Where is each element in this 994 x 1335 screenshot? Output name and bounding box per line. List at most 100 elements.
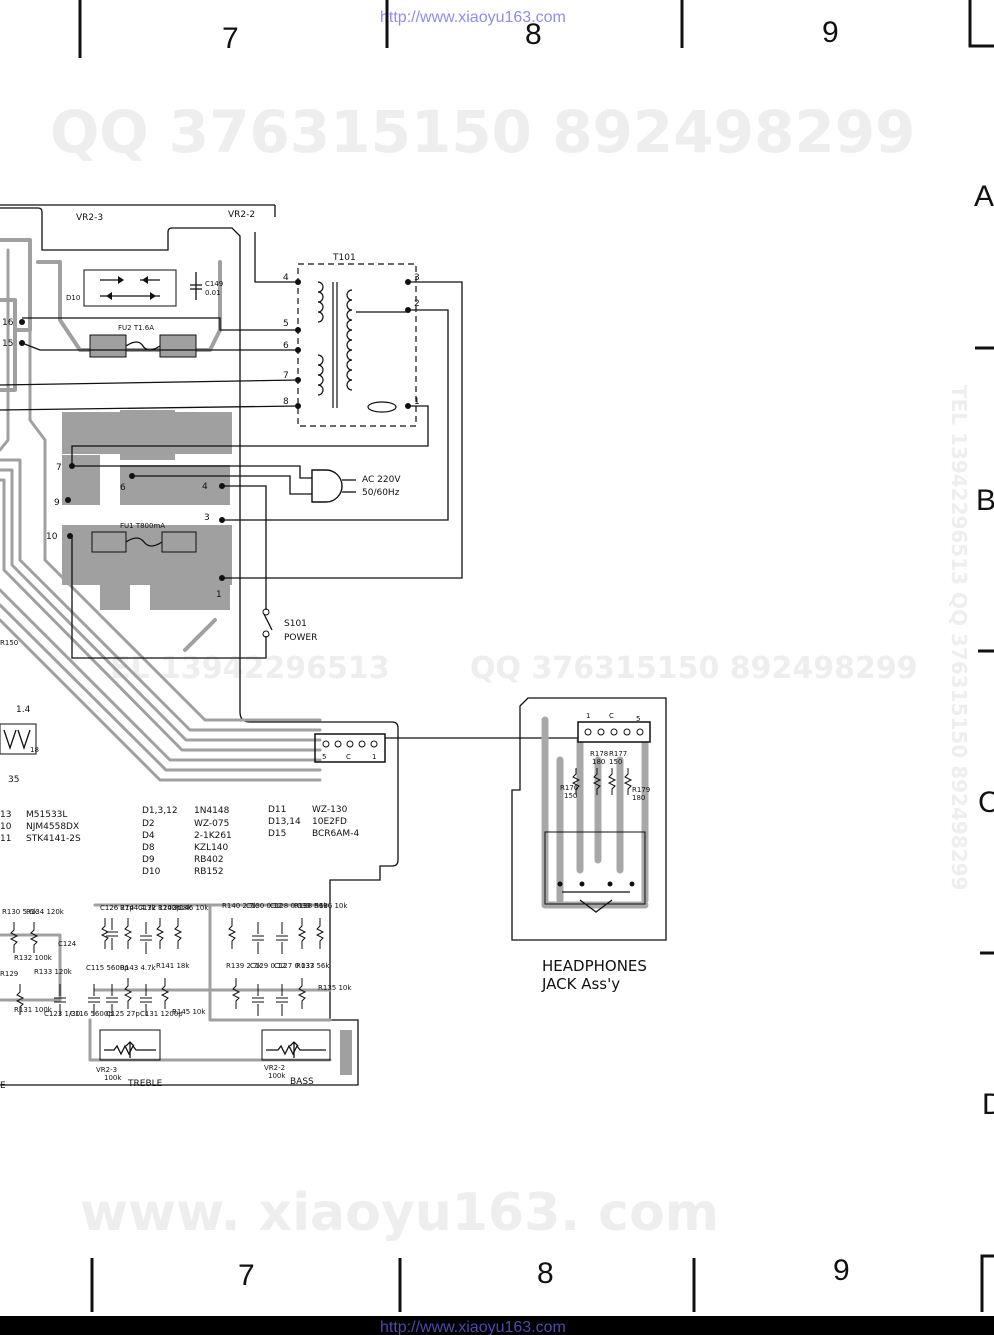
- treble-vr-label: VR2-3: [96, 1066, 117, 1074]
- r178-label: R178: [590, 750, 608, 758]
- tone-label: R130 5.6k: [2, 908, 39, 916]
- tone-label: R136 10k: [314, 902, 348, 910]
- part-ref: 13: [0, 810, 11, 820]
- treble-label: TREBLE: [127, 1079, 163, 1089]
- pin-16: 16: [2, 318, 14, 328]
- tone-label: C125 27p: [106, 1010, 140, 1018]
- part-ref: D8: [142, 843, 155, 853]
- t101-pin-7: 7: [283, 371, 289, 381]
- part-name: BCR6AM-4: [312, 829, 359, 839]
- row-a: A: [974, 180, 994, 213]
- treble-vr-value: 100k: [104, 1074, 122, 1082]
- ac-label: AC 220V: [362, 475, 401, 485]
- watermark-top: QQ 376315150 892498299: [50, 98, 915, 166]
- c149-value: 0.01: [205, 289, 221, 297]
- part-ref: D10: [142, 867, 161, 877]
- tone-label: R134 120k: [26, 908, 65, 916]
- part-ref: D4: [142, 831, 155, 841]
- headphones-board: [511, 697, 667, 941]
- header-url: http://www.xiaoyu163.com: [380, 9, 566, 26]
- signal-bus: [0, 248, 322, 782]
- tone-label: C124: [58, 940, 77, 948]
- part-name: WZ-130: [312, 805, 348, 815]
- tone-label: C127 0.033: [274, 962, 315, 970]
- part-name: STK4141-2S: [26, 834, 81, 844]
- tone-label: R132 100k: [14, 954, 53, 962]
- pin-1b: 1: [216, 590, 222, 600]
- ac-plug: [72, 465, 356, 503]
- part-ref: D9: [142, 855, 155, 865]
- diode-list-2: D11 WZ-130 D13,14 10E2FD D15 BCR6AM-4: [268, 805, 359, 839]
- tone-label: R138 56k: [294, 902, 328, 910]
- power-switch-wiring: [71, 485, 267, 659]
- tone-bottom-labels: C125 27p C131 1200p R145 10k C123 1/30 C…: [44, 1008, 206, 1018]
- bass-label: BASS: [290, 1077, 314, 1087]
- part-name: RB152: [194, 867, 224, 877]
- value-1-4: 1.4: [16, 705, 31, 715]
- header-col-7: 7: [222, 22, 239, 55]
- value-35: 35: [8, 775, 19, 785]
- tone-lower-labels: C115 5600p R143 4.7k R141 18k R139 2.7k …: [86, 962, 352, 992]
- part-ref: 11: [0, 834, 11, 844]
- header-col-9: 9: [822, 16, 839, 49]
- tone-label: R140 2.7k: [222, 902, 259, 910]
- tone-left-labels: R130 5.6k R134 120k C124 R132 100k R129 …: [0, 908, 77, 1014]
- watermark-bottom: www. xiaoyu163. com: [80, 1183, 719, 1243]
- pin-15: 15: [2, 339, 13, 349]
- t101-pin-2: 2: [414, 299, 420, 309]
- bass-vr-label: VR2-2: [264, 1064, 285, 1072]
- part-name: RB402: [194, 855, 224, 865]
- part-ref: D2: [142, 819, 155, 829]
- diode-list: D1,3,12 1N4148 D2 WZ-075 D4 2-1K261 D8 K…: [142, 806, 232, 877]
- tone-label: R135 10k: [318, 984, 352, 992]
- fu2-fuse-left: [89, 334, 127, 358]
- left-edge-fragments: R150 1.4 35 18 E: [0, 639, 39, 1091]
- t101-label: T101: [332, 253, 356, 263]
- tone-label: C132 1200p: [138, 904, 181, 912]
- pin-18: 18: [30, 746, 39, 754]
- treble-pot: [99, 1029, 161, 1061]
- part-ref: D13,14: [268, 817, 301, 827]
- tone-label: C115 5600p: [86, 964, 129, 972]
- r177-value: 150: [609, 758, 622, 766]
- t101-pin-8: 8: [283, 397, 289, 407]
- t101-coils: [317, 281, 397, 413]
- hp-pin-5: 5: [636, 715, 640, 723]
- main-connector: [314, 733, 386, 763]
- ic-list: 13 M51533L 10 NJM4558DX 11 STK4141-2S: [0, 810, 81, 844]
- fu2-label: FU2 T1.6A: [118, 324, 154, 332]
- t101-pins: 4 5 6 7 8 3 2 1: [283, 273, 420, 409]
- main-connector-pin-1: 1: [372, 753, 376, 761]
- part-ref: D11: [268, 805, 286, 815]
- bass-vr-value: 100k: [268, 1072, 286, 1080]
- r150-label: R150: [0, 639, 18, 647]
- tone-label: C129 0.12: [250, 962, 286, 970]
- tone-label: C131 1200p: [140, 1010, 183, 1018]
- tone-label: R145 10k: [172, 1008, 206, 1016]
- tone-upper-labels: C126 27p R144 4.7k C132 1200p R142 18k R…: [100, 902, 348, 912]
- part-ref: 10: [0, 822, 12, 832]
- tone-label: C128 0.033: [270, 902, 311, 910]
- t101-pin-4: 4: [283, 273, 289, 283]
- tone-label: R137 56k: [296, 962, 330, 970]
- tone-label: R139 2.7k: [226, 962, 263, 970]
- headphones-subtitle: JACK Ass'y: [541, 975, 620, 993]
- pin-3b: 3: [204, 513, 210, 523]
- part-name: 10E2FD: [312, 817, 347, 827]
- hp-pin-c: C: [609, 712, 614, 720]
- r179-label: R179: [632, 786, 650, 794]
- hp-pin-1: 1: [586, 712, 590, 720]
- s101-label: S101: [284, 619, 307, 629]
- t101-pin-1: 1: [414, 397, 420, 407]
- d10-bridge: [83, 269, 177, 307]
- part-ref: D15: [268, 829, 286, 839]
- r176-label: R176: [560, 784, 579, 792]
- row-d: D: [982, 1088, 994, 1121]
- part-name: 2-1K261: [194, 831, 232, 841]
- power-traces: [0, 238, 232, 652]
- t101-pin-3: 3: [414, 273, 420, 283]
- watermark-vertical: TEL 13942296513 QQ 376315150 892498299: [947, 385, 971, 890]
- vr2-2-label: VR2-2: [228, 210, 255, 220]
- tone-label: C126 27p: [100, 904, 134, 912]
